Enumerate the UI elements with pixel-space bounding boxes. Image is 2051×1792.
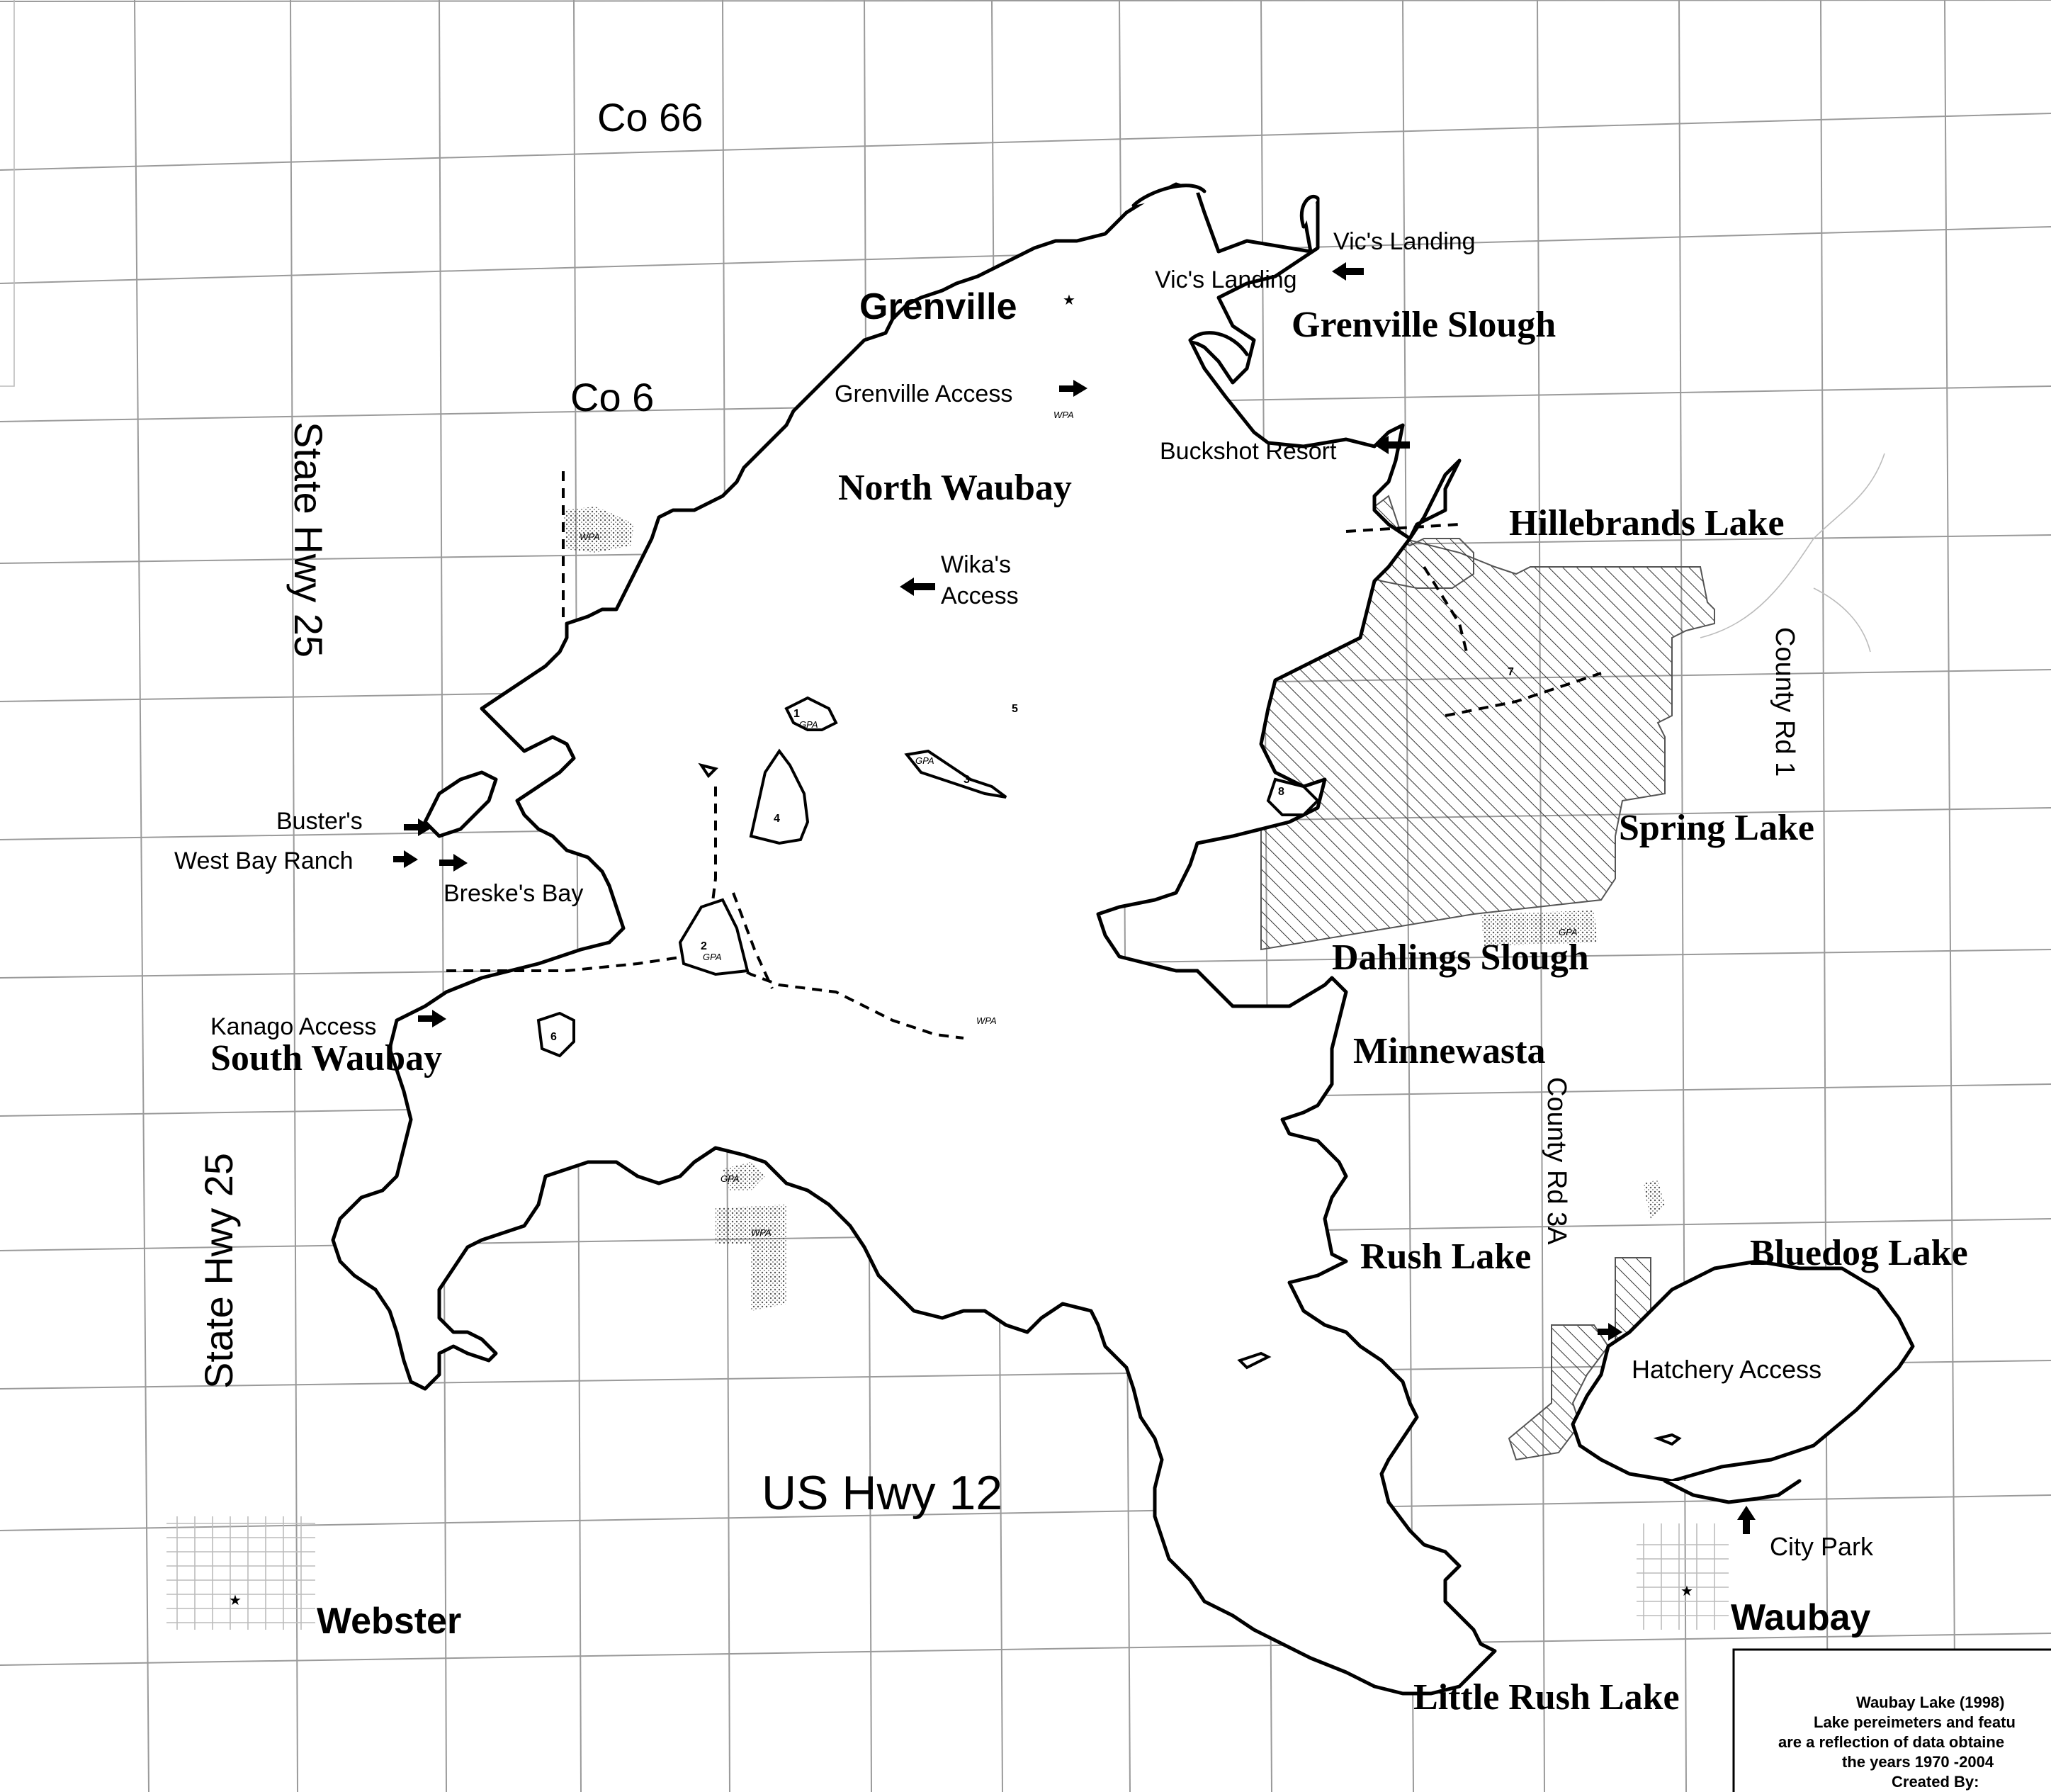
town-markers: ★ ★ ★ — [229, 293, 1693, 1608]
vics-landing-arrow-icon — [1332, 262, 1364, 281]
waubay-street-grid — [1637, 1523, 1729, 1630]
label-wikas-access-line1: Wika's — [941, 551, 1011, 578]
town-label-grenville: Grenville — [859, 286, 1017, 327]
grenville-star-icon: ★ — [1063, 293, 1075, 308]
kanago-access-arrow-icon — [418, 1010, 446, 1027]
legend-box: Waubay Lake (1998) Lake pereimeters and … — [1732, 1648, 2051, 1792]
svg-text:3: 3 — [964, 774, 970, 786]
grenville-access-arrow-icon — [1059, 380, 1087, 397]
svg-text:GPA: GPA — [799, 719, 818, 730]
town-label-waubay: Waubay — [1731, 1597, 1871, 1638]
svg-text:WPA: WPA — [976, 1015, 997, 1026]
svg-text:2: 2 — [701, 940, 707, 952]
lake-label-spring-lake: Spring Lake — [1619, 808, 1814, 848]
label-wikas-access-line2: Access — [941, 582, 1019, 609]
waubay-star-icon: ★ — [1680, 1584, 1693, 1599]
dashed-lake-divisions — [446, 471, 1602, 1039]
lake-label-minnewasta: Minnewasta — [1353, 1031, 1546, 1071]
legend-title: Waubay Lake (1998) — [1856, 1694, 2005, 1711]
svg-text:4: 4 — [774, 813, 780, 825]
svg-text:GPA: GPA — [915, 755, 934, 766]
svg-text:GPA: GPA — [1559, 927, 1578, 937]
island-numbers: 1 2 3 4 5 6 7 8 — [550, 666, 1514, 1043]
road-label-co66: Co 66 — [597, 95, 703, 140]
island-1 — [784, 696, 838, 731]
svg-text:7: 7 — [1508, 666, 1514, 678]
lake-label-little-rush-lake: Little Rush Lake — [1413, 1677, 1680, 1718]
small-island — [1653, 1433, 1682, 1446]
road-labels: Co 66 Co 6 State Hwy 25 State Hwy 25 US … — [196, 95, 1799, 1520]
road-label-state-hwy-25-north: State Hwy 25 — [286, 422, 331, 658]
lake-label-hillebrands-lake: Hillebrands Lake — [1509, 503, 1785, 543]
lake-label-bluedog-lake: Bluedog Lake — [1750, 1233, 1968, 1273]
road-label-co6: Co 6 — [570, 375, 654, 419]
numbered-islands — [536, 696, 1682, 1446]
svg-text:8: 8 — [1278, 786, 1284, 798]
label-vics-landing-1: Vic's Landing — [1333, 228, 1476, 255]
label-buckshot-resort: Buckshot Resort — [1160, 438, 1337, 465]
svg-text:WPA: WPA — [1053, 410, 1074, 420]
svg-text:WPA: WPA — [580, 531, 600, 542]
legend-line-3: are a reflection of data obtaine — [1778, 1733, 2004, 1751]
island-4 — [749, 748, 810, 845]
lake-label-grenville-slough: Grenville Slough — [1292, 305, 1556, 345]
busters-arrow-icon — [404, 818, 432, 836]
svg-text:1: 1 — [793, 708, 800, 720]
lake-label-rush-lake: Rush Lake — [1360, 1236, 1531, 1277]
buckshot-resort-arrow-icon — [1374, 436, 1410, 454]
west-bay-ranch-arrow-icon — [393, 850, 418, 868]
town-label-webster: Webster — [317, 1601, 461, 1642]
label-breskes-bay: Breske's Bay — [443, 880, 583, 907]
rush-lake-island — [1237, 1351, 1272, 1370]
lake-label-north-waubay: North Waubay — [838, 468, 1072, 508]
svg-text:GPA: GPA — [721, 1173, 740, 1184]
road-label-county-rd-1: County Rd 1 — [1770, 627, 1799, 777]
hatchery-access-arrow-icon — [1598, 1323, 1622, 1341]
label-hatchery-access: Hatchery Access — [1632, 1355, 1821, 1384]
island-2 — [678, 898, 750, 976]
svg-text:6: 6 — [550, 1031, 557, 1043]
label-busters: Buster's — [276, 808, 363, 835]
breskes-bay-arrow-icon — [439, 854, 468, 872]
wikas-access-arrow-icon — [900, 577, 935, 596]
town-labels: Grenville Webster Waubay — [317, 286, 1871, 1642]
area-tags: WPA WPA WPA WPA GPA GPA GPA GPA GPA — [580, 410, 1578, 1238]
island-8 — [1266, 777, 1320, 816]
lake-label-dahlings-slough: Dahlings Slough — [1332, 937, 1589, 978]
island-6 — [536, 1011, 575, 1058]
label-vics-landing-2: Vic's Landing — [1155, 266, 1297, 293]
label-city-park: City Park — [1770, 1532, 1874, 1561]
svg-text:5: 5 — [1012, 703, 1018, 715]
label-west-bay-ranch: West Bay Ranch — [174, 847, 354, 874]
waubay-lake-complex — [331, 182, 1915, 1696]
label-kanago-access: Kanago Access — [210, 1013, 376, 1040]
road-label-us-hwy-12: US Hwy 12 — [762, 1466, 1002, 1520]
webster-street-grid — [166, 1516, 315, 1630]
road-label-state-hwy-25-south: State Hwy 25 — [196, 1153, 241, 1389]
svg-text:WPA: WPA — [751, 1227, 772, 1238]
webster-star-icon: ★ — [229, 1593, 242, 1608]
lake-label-south-waubay: South Waubay — [210, 1038, 442, 1078]
road-label-county-rd-3a: County Rd 3A — [1542, 1077, 1571, 1245]
north-islet — [698, 762, 718, 779]
city-park-arrow-icon — [1737, 1506, 1756, 1534]
legend-line-2: Lake pereimeters and featu — [1814, 1713, 2016, 1731]
svg-text:GPA: GPA — [703, 952, 722, 962]
island-3 — [904, 749, 1007, 799]
label-grenville-access: Grenville Access — [835, 381, 1012, 407]
access-arrows — [393, 262, 1756, 1534]
legend-line-5: Created By: — [1892, 1773, 1979, 1791]
legend-line-4: the years 1970 -2004 — [1842, 1753, 1994, 1771]
lake-labels: Grenville Slough North Waubay Hillebrand… — [210, 305, 1968, 1718]
access-labels: Vic's Landing Vic's Landing Grenville Ac… — [174, 228, 1874, 1561]
